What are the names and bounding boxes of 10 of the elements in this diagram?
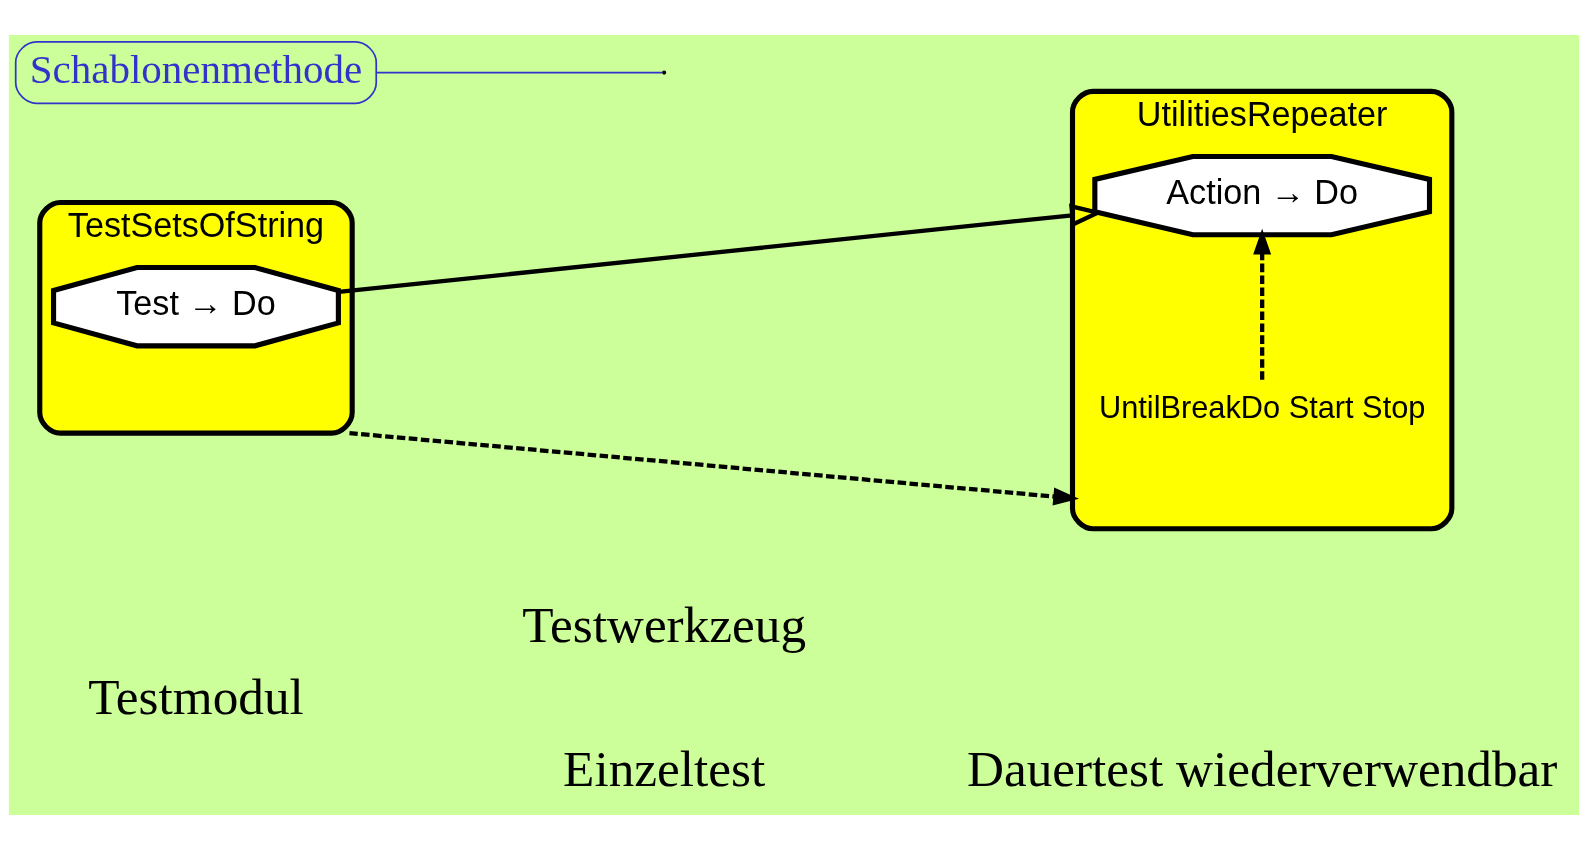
label: Testmodul (88, 667, 304, 725)
connector (375, 71, 664, 73)
node-text: UntilBreakDo Start Stop (1098, 389, 1426, 425)
label: Dauertest wiederverwendbar (966, 739, 1558, 797)
node-box: Schablonenmethode (14, 40, 378, 104)
label: Testwerkzeug (522, 595, 807, 653)
arrow (1253, 228, 1272, 380)
arrow (338, 203, 1105, 294)
arrow (349, 430, 1079, 505)
label: Einzeltest (563, 739, 766, 797)
